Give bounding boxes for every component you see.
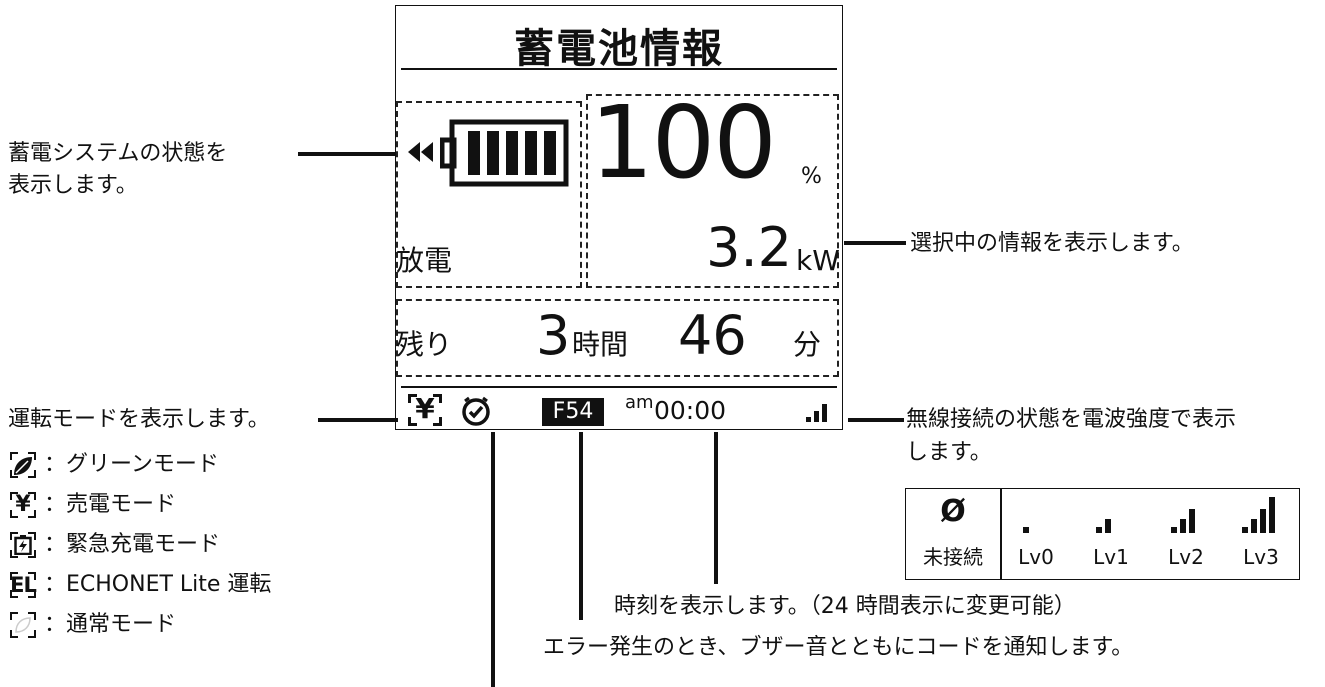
- signal-strength-icon: [806, 404, 827, 422]
- table-divider: [1000, 489, 1002, 579]
- leader-line-timer: [491, 432, 495, 687]
- operation-mode-annotation: 運転モードを表示します。: [8, 407, 270, 432]
- normal-mode-icon: [10, 612, 36, 638]
- yen-icon: ¥: [10, 492, 36, 518]
- clock-icon: [462, 396, 490, 426]
- leader-line-wireless: [848, 418, 904, 422]
- el-icon: EL: [10, 572, 37, 598]
- minutes-unit: 分: [793, 328, 822, 361]
- signal-lv0-icon: [1023, 527, 1029, 533]
- signal-label-lv1: Lv1: [1093, 545, 1129, 569]
- signal-label-lv2: Lv2: [1168, 545, 1204, 569]
- signal-label-none: 未接続: [923, 545, 983, 569]
- emergency-charge-icon: [10, 532, 36, 558]
- mode-indicator: ¥: [408, 392, 442, 426]
- leader-line-operation-mode: [318, 418, 398, 422]
- power-value: 3.2: [706, 216, 792, 279]
- status-bar-divider: [401, 386, 837, 388]
- title-divider: [401, 68, 837, 70]
- power-unit: kW: [796, 244, 840, 277]
- wireless-annotation-1: 無線接続の状態を電波強度で表示: [906, 407, 1237, 432]
- hours-unit: 時間: [572, 328, 629, 361]
- signal-lv3-icon: [1242, 497, 1275, 533]
- legend-label-sell: ：売電モード: [44, 492, 177, 517]
- legend-label-normal: ：通常モード: [44, 612, 177, 637]
- battery-percent: 100: [590, 84, 777, 201]
- remaining-minutes: 46: [678, 304, 747, 367]
- signal-lv1-icon: [1096, 519, 1111, 533]
- leader-line-clock: [714, 432, 718, 584]
- system-state-box: [396, 101, 582, 288]
- legend-label-green: ：グリーンモード: [44, 452, 219, 477]
- leaf-icon: [10, 452, 36, 478]
- legend-label-emergency: ：緊急充電モード: [44, 532, 221, 557]
- no-signal-icon: Ø: [940, 494, 966, 529]
- leader-line-error: [579, 432, 583, 620]
- battery-icon: [440, 119, 569, 187]
- device-screen: 蓄電池情報 放電 100 % 3.2 kW 残り 3 時間 46 分 ¥: [395, 5, 843, 430]
- status-text: 放電: [396, 244, 453, 277]
- ampm-label: am: [625, 392, 654, 413]
- signal-level-table: Ø 未接続 Lv0 Lv1 Lv2 Lv3: [905, 488, 1300, 580]
- remaining-hours: 3: [536, 304, 571, 367]
- clock-annotation: 時刻を表示します。（24 時間表示に変更可能）: [614, 594, 1076, 619]
- percent-unit: %: [801, 164, 822, 189]
- system-state-annotation-1: 蓄電システムの状態を: [8, 141, 228, 166]
- screen-title: 蓄電池情報: [514, 26, 724, 72]
- remaining-label: 残り: [396, 328, 453, 361]
- wireless-annotation-2: します。: [906, 440, 992, 465]
- system-state-annotation-2: 表示します。: [8, 173, 138, 198]
- error-code-badge: F54: [542, 398, 604, 426]
- selected-info-annotation: 選択中の情報を表示します。: [910, 231, 1194, 256]
- remaining-box: [396, 299, 839, 377]
- signal-label-lv0: Lv0: [1018, 545, 1054, 569]
- clock-time: 00:00: [654, 396, 727, 425]
- signal-label-lv3: Lv3: [1243, 545, 1279, 569]
- yen-mode-icon: ¥: [415, 392, 435, 425]
- selected-info-box: [586, 94, 839, 288]
- leader-line-selected-info: [844, 241, 906, 245]
- signal-lv2-icon: [1171, 509, 1195, 533]
- legend-label-echonet: ：ECHONET Lite 運転: [44, 572, 272, 597]
- error-annotation: エラー発生のとき、ブザー音とともにコードを通知します。: [543, 635, 1134, 660]
- leader-line-system-state: [298, 152, 396, 156]
- discharge-arrow-icon: [408, 142, 433, 162]
